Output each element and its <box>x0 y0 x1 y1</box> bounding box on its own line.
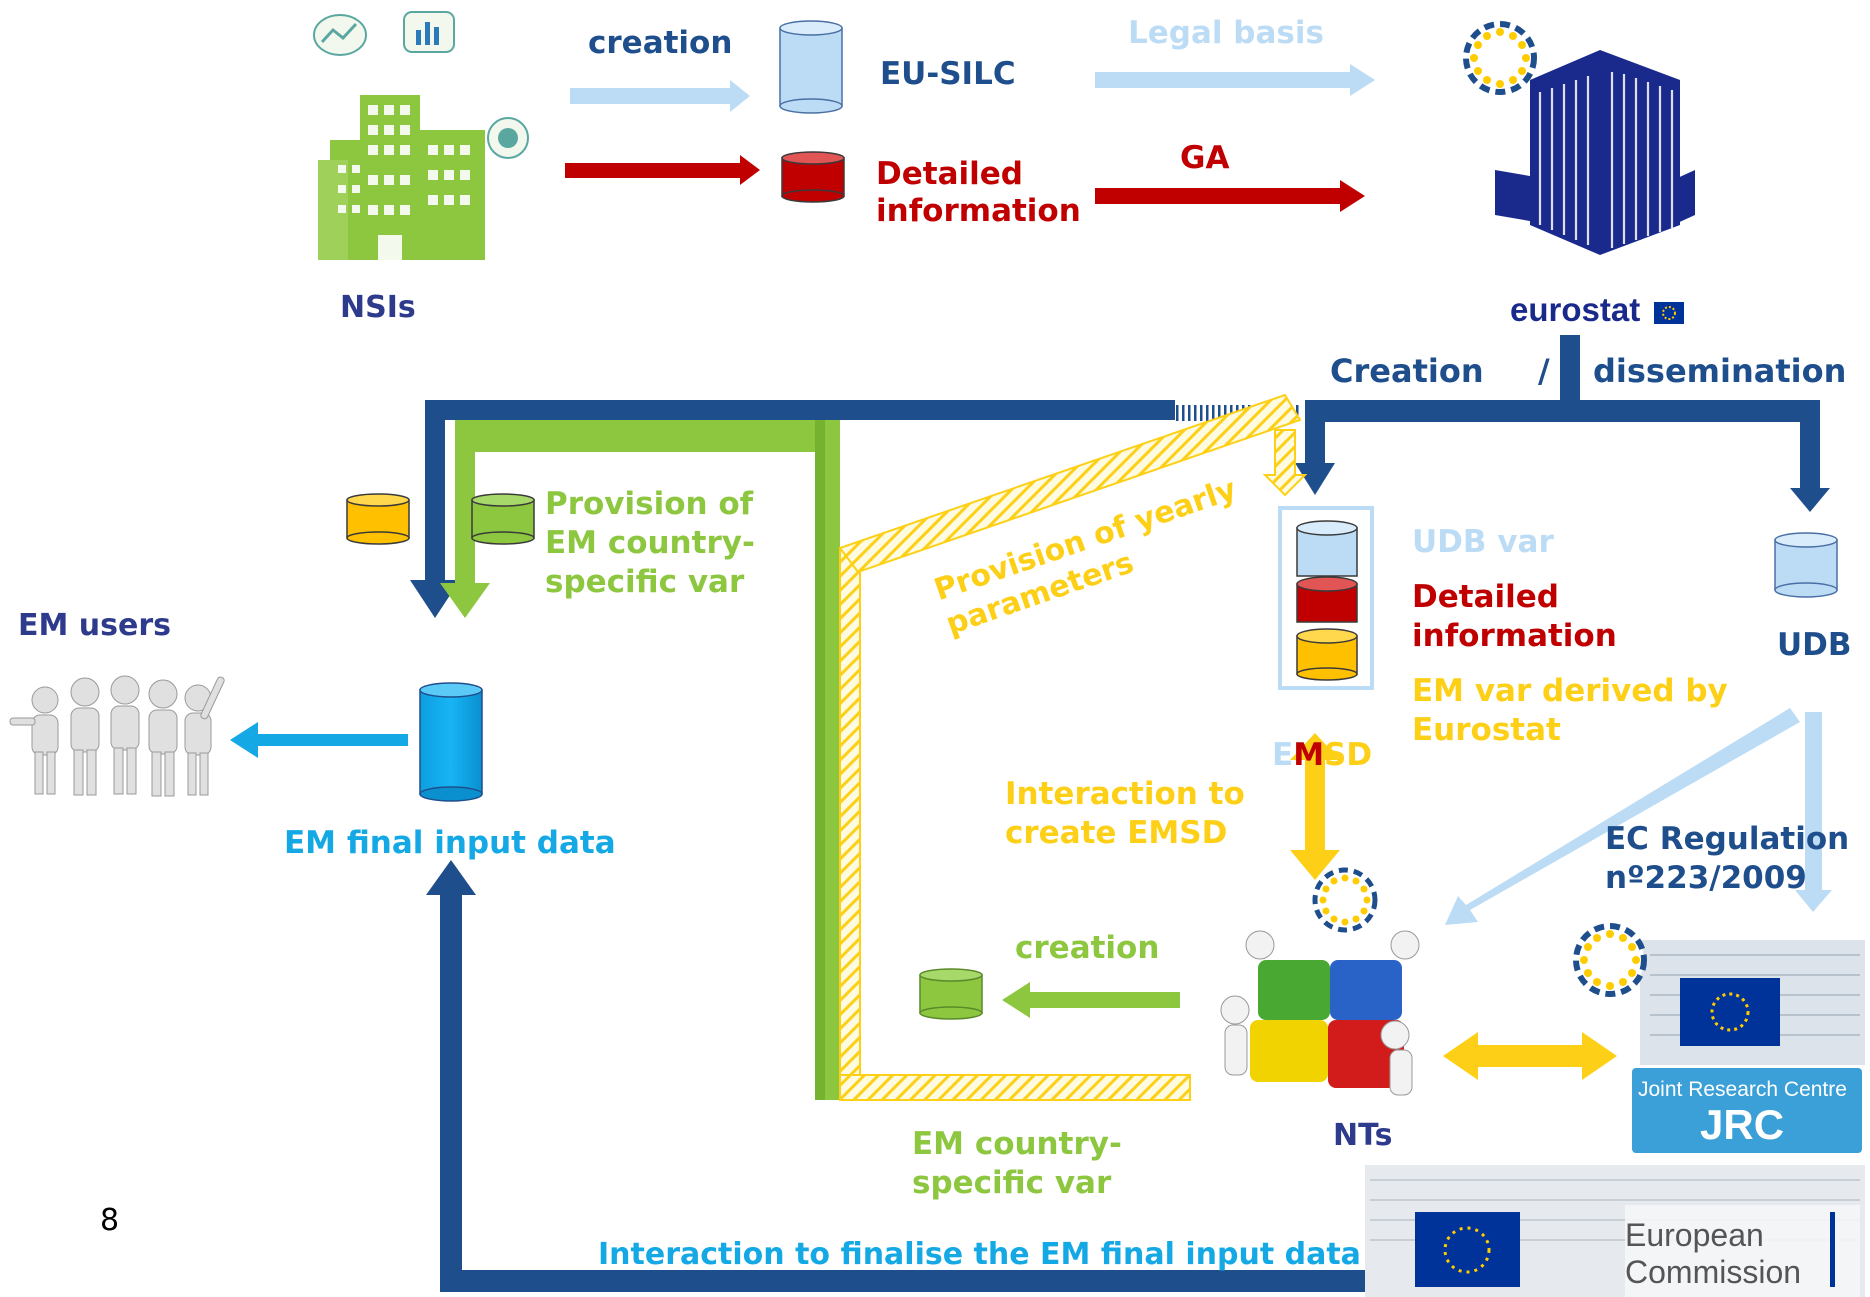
jrc-eu-stars-icon <box>1573 923 1647 997</box>
emsd-label-sd: SD <box>1324 737 1373 774</box>
provision-em-country-label: Provision of EM country- specific var <box>545 486 755 600</box>
arrow-ga <box>1095 180 1365 212</box>
em-country-specific-label: EM country- specific var <box>912 1126 1122 1201</box>
creation-label: Creation <box>1330 352 1484 390</box>
eurostat-logo-text: eurostat <box>1510 291 1641 328</box>
slash-label: / <box>1538 352 1550 390</box>
nts-eu-stars-icon <box>1312 867 1378 933</box>
nsis-building-icon <box>318 95 485 260</box>
ga-label: GA <box>1180 140 1230 176</box>
em-users-label: EM users <box>18 608 172 643</box>
em-users-people-icon <box>9 675 225 797</box>
bar-chart-bubble-icon <box>403 11 455 53</box>
arrow-udb-to-nts <box>1445 708 1800 925</box>
udb-database-icon <box>1774 532 1838 598</box>
eurostat-flag-icon <box>1654 302 1684 324</box>
legal-basis-label: Legal basis <box>1128 15 1324 51</box>
emsd-label: EMSD <box>1272 700 1372 774</box>
em-country-specific-database-icon <box>919 968 983 1020</box>
em-final-input-database-icon <box>419 682 483 802</box>
eu-stars-icon <box>1463 21 1537 95</box>
arrow-detailed-info-top <box>565 155 760 185</box>
emsd-database-stack-icon <box>1278 506 1374 690</box>
jrc-building-icon <box>1573 923 1865 1153</box>
detailed-info-top-label: Detailed information <box>876 156 1081 230</box>
chart-bubble-icon <box>313 14 367 56</box>
em-final-input-label: EM final input data <box>284 825 616 861</box>
yearly-parameters-hatched-arrow <box>838 393 1308 1101</box>
european-commission-logo <box>1365 1165 1865 1297</box>
ec-logo-text-line1: European <box>1625 1217 1764 1253</box>
green-provision-connector <box>440 420 840 1100</box>
slide-number: 8 <box>100 1203 120 1238</box>
detailed-info-database-icon <box>781 151 845 203</box>
eurostat-building-icon <box>1463 21 1695 255</box>
nts-label: NTs <box>1333 1118 1393 1153</box>
udb-label: UDB <box>1777 627 1852 663</box>
creation-nts-label: creation <box>1015 930 1160 966</box>
arrow-nts-creation <box>1002 982 1180 1018</box>
arrow-emsd-nts-interaction <box>1290 733 1340 880</box>
udb-var-label: UDB var <box>1412 524 1554 560</box>
arrow-nts-jrc-interaction <box>1443 1032 1617 1080</box>
arrow-creation-top <box>570 80 750 112</box>
interaction-emsd-label: Interaction to create EMSD <box>1005 776 1245 851</box>
ec-logo-text-line2: Commission <box>1625 1254 1802 1290</box>
detailed-info-emsd-label: Detailed information <box>1412 579 1617 654</box>
dissemination-label: dissemination <box>1593 352 1847 390</box>
ec-regulation-label: EC Regulation nº223/2009 <box>1605 821 1850 896</box>
green-database-icon <box>471 493 535 545</box>
emsd-label-m: M <box>1293 737 1325 774</box>
pie-bubble-icon <box>487 117 529 159</box>
creation-dissemination-connector <box>410 335 1830 618</box>
jrc-label-line1: Joint Research Centre <box>1638 1078 1847 1101</box>
creation-top-label: creation <box>588 25 733 61</box>
nts-puzzle-team-icon <box>1220 867 1420 1096</box>
arrow-udb-to-jrc <box>1795 712 1832 912</box>
arrow-final-input-to-users <box>230 722 408 758</box>
interaction-finalise-label: Interaction to finalise the EM final inp… <box>598 1237 1361 1272</box>
yellow-database-icon <box>346 493 410 545</box>
em-var-derived-label: EM var derived by Eurostat <box>1412 673 1728 748</box>
emsd-label-e: E <box>1272 737 1294 774</box>
arrow-legal-basis <box>1095 64 1375 96</box>
eu-silc-label: EU-SILC <box>880 56 1016 92</box>
eu-silc-database-icon <box>779 20 843 114</box>
jrc-label-line2: JRC <box>1700 1101 1785 1148</box>
nsis-label: NSIs <box>340 290 416 325</box>
